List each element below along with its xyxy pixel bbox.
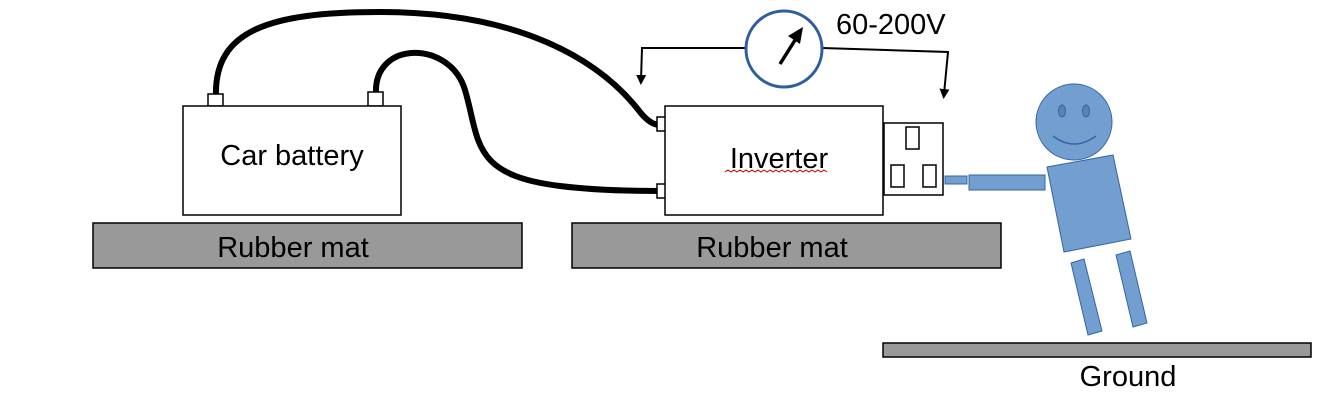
meter-wire-left [636, 47, 746, 85]
ground: Ground [882, 342, 1312, 393]
cable-battery-to-inverter-bottom [372, 49, 663, 194]
voltmeter-needle-tip [788, 27, 803, 44]
rubber-mat-right-label: Rubber mat [696, 232, 848, 264]
power-outlet-icon [883, 122, 944, 196]
car-battery: Car battery [182, 91, 402, 216]
outlet-slot-right [922, 164, 937, 188]
rubber-mat-left-body [92, 222, 523, 269]
ground-label: Ground [1080, 361, 1177, 393]
meter-wire-right [821, 47, 950, 99]
rubber-mat-left: Rubber mat [92, 222, 523, 269]
spellcheck-underline [724, 169, 828, 173]
person-head [1035, 83, 1113, 161]
outlet-slot-left [890, 164, 905, 188]
person-leg-left [1070, 258, 1103, 336]
person-figure [944, 83, 1148, 336]
inverter-body [664, 105, 884, 216]
inverter: Inverter [656, 105, 884, 216]
voltmeter-icon [744, 9, 824, 89]
inverter-label: Inverter [730, 143, 829, 175]
rubber-mat-right-body [571, 222, 1002, 269]
person-eye-right [1082, 104, 1090, 118]
person-smile [1052, 135, 1097, 145]
battery-body [182, 105, 402, 216]
person-leg-right [1115, 250, 1148, 328]
voltage-label: 60-200V [836, 9, 946, 41]
rubber-mat-left-label: Rubber mat [217, 232, 369, 264]
person-torso [1046, 154, 1132, 253]
person-eye-left [1058, 104, 1066, 118]
person-fingers [944, 175, 968, 185]
battery-terminal-right [367, 91, 384, 107]
outlet-slot-top [905, 126, 920, 150]
battery-label: Car battery [220, 140, 364, 172]
ground-bar [882, 342, 1312, 358]
voltmeter-needle [778, 36, 799, 65]
battery-terminal-left [207, 93, 224, 107]
person-arm [968, 174, 1046, 191]
voltmeter-dial [744, 9, 824, 89]
rubber-mat-right: Rubber mat [571, 222, 1002, 269]
cable-battery-to-inverter-top [212, 8, 663, 128]
